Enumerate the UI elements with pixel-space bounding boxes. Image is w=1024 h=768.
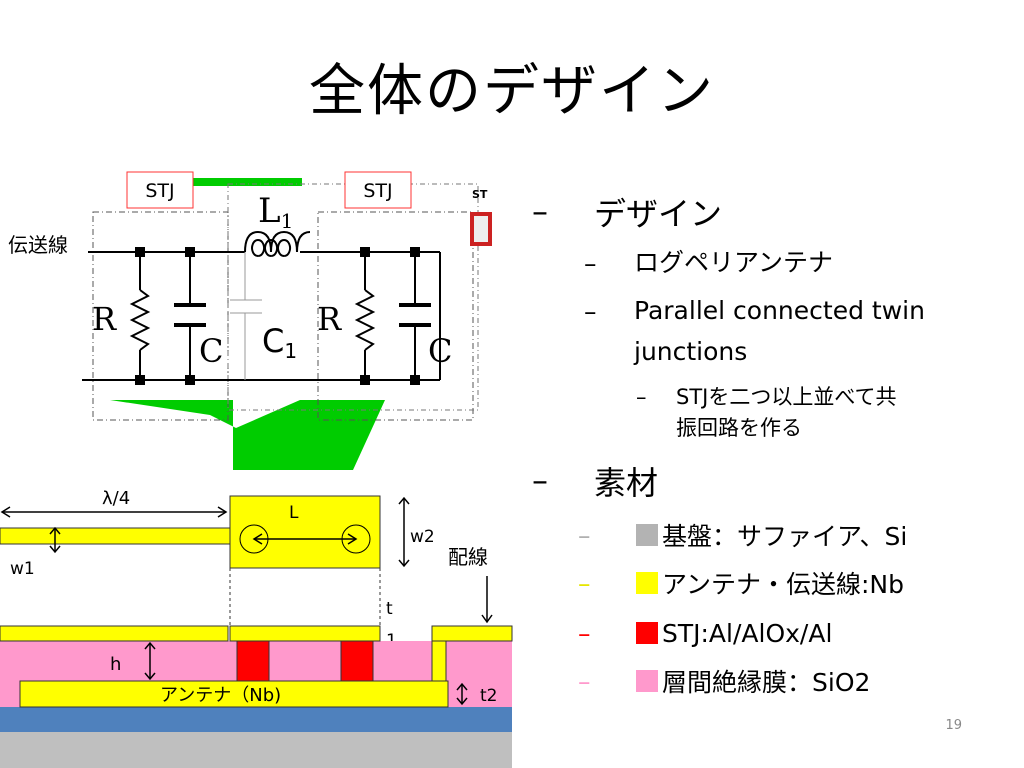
c1-capacitor bbox=[230, 252, 262, 380]
stj-junction-right bbox=[340, 640, 374, 682]
c1-label: C1 bbox=[262, 322, 297, 363]
bullet-dash: – bbox=[578, 520, 591, 550]
material-label: STJ:Al/AlOx/Al bbox=[662, 618, 833, 648]
material-item: – STJ:Al/AlOx/Al bbox=[578, 613, 832, 653]
bullet-dash: – bbox=[584, 249, 597, 278]
via bbox=[431, 640, 447, 682]
transmission-line-label: 伝送線 bbox=[8, 233, 68, 257]
bullet-dash: – bbox=[584, 297, 597, 326]
slide-number: 19 bbox=[945, 718, 962, 733]
bullet-design: デザイン bbox=[594, 195, 723, 233]
l-label: L bbox=[289, 503, 299, 523]
material-label: 層間絶縁膜：SiO2 bbox=[662, 668, 871, 697]
material-item: – 層間絶縁膜：SiO2 bbox=[578, 661, 870, 701]
h-label: h bbox=[110, 654, 121, 675]
bullet-log-periodic: ログペリアンテナ bbox=[634, 248, 834, 277]
material-label: 基盤：サファイア、Si bbox=[662, 522, 908, 551]
capacitor-right-label: C bbox=[428, 332, 452, 370]
green-arrow bbox=[110, 178, 385, 470]
substrate-blue bbox=[0, 707, 512, 732]
inductor-label: L1 bbox=[258, 191, 293, 233]
material-item: – 基盤：サファイア、Si bbox=[578, 515, 907, 555]
resistor-left-label: R bbox=[92, 300, 117, 338]
top-wiring-right bbox=[431, 625, 513, 642]
bullet-stj-line2: 振回路を作る bbox=[676, 416, 802, 440]
resistor-right-label: R bbox=[317, 300, 342, 338]
stj-right-label: STJ bbox=[363, 180, 392, 202]
bullet-dash: – bbox=[578, 666, 591, 696]
bullet-dash: – bbox=[532, 192, 548, 230]
antenna-layer bbox=[19, 680, 449, 708]
circuit-wires bbox=[82, 230, 441, 381]
stj-right-box bbox=[317, 211, 474, 421]
svg-text:ST: ST bbox=[472, 188, 488, 201]
capacitor-left-label: C bbox=[199, 332, 223, 370]
w2-label: w2 bbox=[410, 527, 435, 547]
bullet-materials: 素材 bbox=[594, 464, 659, 502]
bullet-parallel-line1: Parallel connected twin bbox=[634, 296, 925, 325]
stj-left-label: STJ bbox=[145, 180, 174, 202]
material-label: アンテナ・伝送線:Nb bbox=[662, 570, 904, 599]
antenna-pad bbox=[229, 495, 381, 569]
cutoff-stj-fragment: ST bbox=[470, 188, 492, 246]
color-swatch bbox=[636, 622, 658, 644]
bullet-stj-line1: STJを二つ以上並べて共 bbox=[676, 385, 897, 409]
circuit-nodes bbox=[135, 247, 420, 385]
bullet-dash: – bbox=[636, 385, 647, 409]
color-swatch bbox=[636, 670, 658, 692]
lambda-label: λ/4 bbox=[102, 488, 130, 509]
slide-title: 全体のデザイン bbox=[309, 59, 715, 124]
substrate-grey bbox=[0, 732, 512, 768]
wiring-label: 配線 bbox=[448, 545, 488, 569]
feed-line bbox=[0, 527, 233, 545]
antenna-nb-label: アンテナ（Nb) bbox=[160, 685, 281, 706]
t1-label-a: t bbox=[386, 599, 393, 619]
bullet-dash: – bbox=[532, 461, 548, 499]
t2-label: t2 bbox=[480, 686, 497, 706]
color-swatch bbox=[636, 572, 658, 594]
bullet-parallel-line2: junctions bbox=[634, 337, 748, 366]
w1-label: w1 bbox=[10, 559, 35, 579]
color-swatch bbox=[636, 524, 658, 546]
bullet-dash: – bbox=[578, 568, 591, 598]
top-wiring-mid bbox=[229, 625, 381, 642]
design-diagram: STJ STJ ST 伝送線 L1 R C R C C1 bbox=[0, 171, 513, 768]
material-item: – アンテナ・伝送線:Nb bbox=[578, 563, 904, 603]
bullet-dash: – bbox=[578, 618, 591, 648]
top-wiring-left bbox=[0, 625, 229, 642]
stj-junction-left bbox=[236, 640, 270, 682]
